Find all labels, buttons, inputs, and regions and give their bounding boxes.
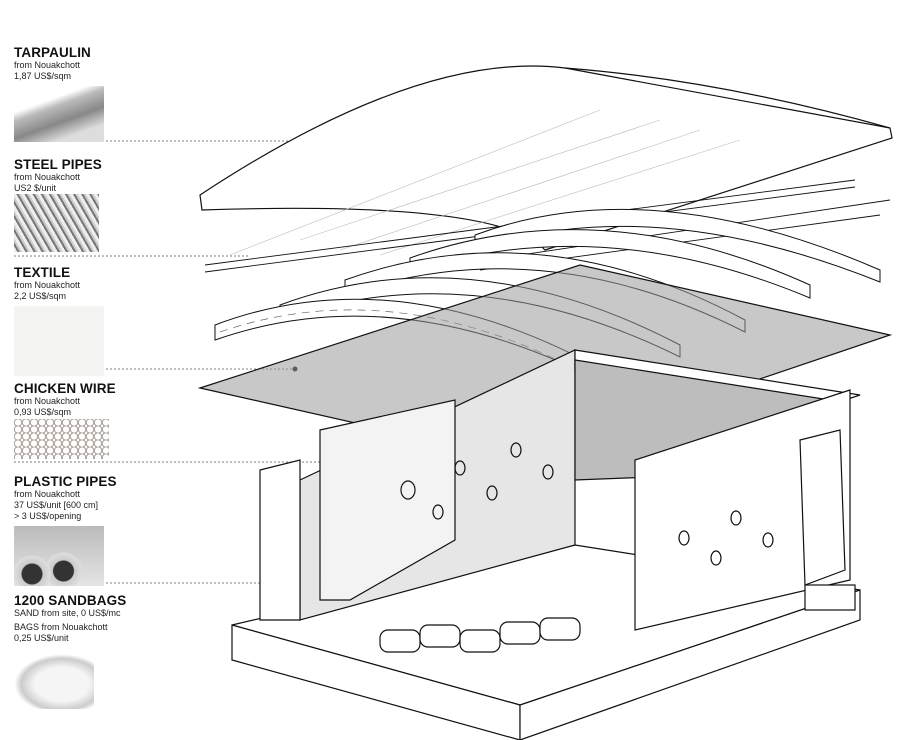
tarpaulin-roof	[199, 65, 893, 256]
material-price: 1,87 US$/sqm	[14, 71, 72, 81]
material-steel-pipes: STEEL PIPES from Nouakchott US2 $/unit	[14, 157, 164, 252]
material-title: PLASTIC PIPES	[14, 474, 117, 489]
material-source: SAND from site, 0 US$/mc	[14, 608, 121, 618]
material-bags-source: BAGS from Nouakchott	[14, 622, 108, 632]
material-title: STEEL PIPES	[14, 157, 102, 172]
plastic-pipe-openings	[400, 442, 774, 566]
material-sandbags: 1200 SANDBAGS SAND from site, 0 US$/mc B…	[14, 593, 164, 709]
chicken-wire-photo-icon	[14, 419, 109, 459]
sandbag-photo-icon	[14, 654, 94, 709]
material-title: TEXTILE	[14, 265, 71, 280]
material-price-opening: > 3 US$/opening	[14, 511, 82, 521]
material-plastic-pipes: PLASTIC PIPES from Nouakchott 37 US$/uni…	[14, 474, 164, 586]
material-price: 0,93 US$/sqm	[14, 407, 72, 417]
material-price: 37 US$/unit [600 cm]	[14, 500, 99, 510]
material-title: TARPAULIN	[14, 45, 91, 60]
material-source: from Nouakchott	[14, 60, 81, 70]
sandbag-room	[231, 349, 861, 740]
sandbags	[379, 617, 581, 653]
textile-photo-icon	[14, 306, 104, 376]
material-textile: TEXTILE from Nouakchott 2,2 US$/sqm	[14, 265, 164, 376]
steel-pipes-photo-icon	[14, 194, 99, 252]
material-price: US2 $/unit	[14, 183, 57, 193]
tarpaulin-photo-icon	[14, 86, 104, 142]
plastic-pipes-photo-icon	[14, 526, 104, 586]
material-chicken-wire: CHICKEN WIRE from Nouakchott 0,93 US$/sq…	[14, 381, 164, 459]
material-title: 1200 SANDBAGS	[14, 593, 127, 608]
material-source: from Nouakchott	[14, 172, 81, 182]
material-tarpaulin: TARPAULIN from Nouakchott 1,87 US$/sqm	[14, 45, 164, 142]
material-price: 0,25 US$/unit	[14, 633, 69, 643]
material-source: from Nouakchott	[14, 280, 81, 290]
material-title: CHICKEN WIRE	[14, 381, 116, 396]
material-price: 2,2 US$/sqm	[14, 291, 67, 301]
material-source: from Nouakchott	[14, 489, 81, 499]
material-source: from Nouakchott	[14, 396, 81, 406]
